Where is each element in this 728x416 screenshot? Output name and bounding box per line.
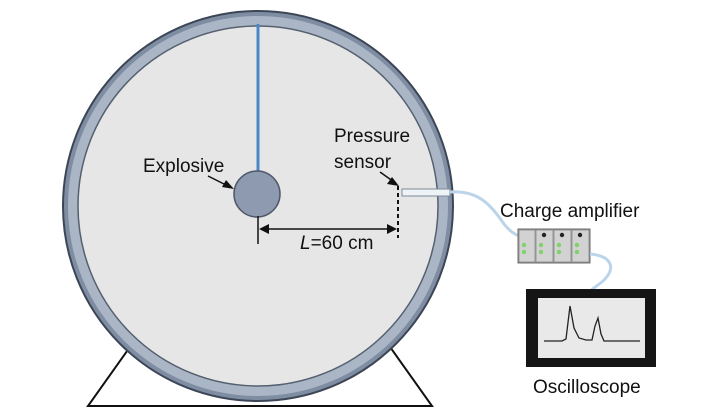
oscilloscope <box>526 289 656 367</box>
distance-value: =60 cm <box>311 233 374 254</box>
oscilloscope-waveform <box>544 305 640 342</box>
explosive-label: Explosive <box>143 156 224 177</box>
distance-label: L=60 cm <box>300 233 373 254</box>
pressure-sensor-arrow-head <box>387 177 399 186</box>
pressure-sensor-label-line1: Pressure <box>334 126 410 147</box>
sensor-probe <box>401 188 451 197</box>
distance-arrow-left <box>259 224 269 234</box>
distance-variable: L <box>300 233 311 254</box>
charge-amplifier <box>517 228 591 264</box>
oscilloscope-label: Oscilloscope <box>533 377 641 398</box>
explosive-charge <box>233 170 281 218</box>
charge-amplifier-label: Charge amplifier <box>500 201 640 222</box>
pressure-sensor-label-line2: sensor <box>334 152 392 173</box>
amplifier-cable <box>588 252 613 293</box>
distance-arrow-right <box>387 224 397 234</box>
explosive-arrow-head <box>222 180 234 189</box>
